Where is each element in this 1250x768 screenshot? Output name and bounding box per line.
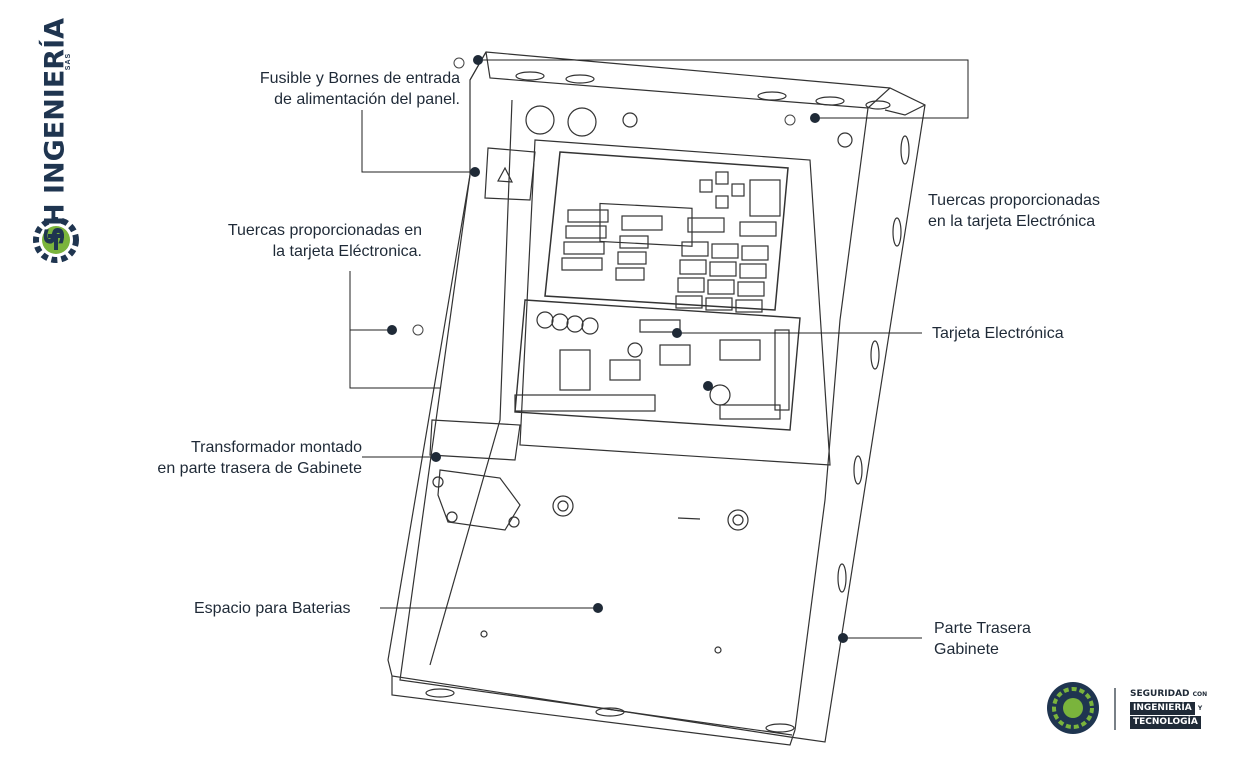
leader-tuercas-right	[478, 59, 969, 119]
dot-tuercas-top	[473, 55, 483, 65]
label-tarjeta: Tarjeta Electrónica	[932, 325, 1064, 342]
label-tuercas-left: Tuercas proporcionadas en la tarjeta Elé…	[227, 222, 422, 260]
dot-tuercas-left	[387, 325, 397, 335]
dot-tarjeta	[672, 328, 682, 338]
brand-logo-icon	[33, 217, 79, 263]
label-fusible: Fusible y Bornes de entrada de alimentac…	[259, 70, 460, 108]
electronic-board	[514, 299, 801, 431]
badge-logo-icon	[1047, 682, 1099, 734]
dot-transformador	[431, 452, 441, 462]
label-parte-trasera: Parte Trasera Gabinete	[934, 620, 1031, 658]
label-transformador: Transformador montado en parte trasera d…	[157, 439, 362, 477]
label-baterias: Espacio para Baterias	[194, 600, 351, 617]
transformer	[429, 419, 521, 461]
dot-parte-trasera	[838, 633, 848, 643]
dot-tuercas-right	[810, 113, 820, 123]
leader-tuercas-left	[349, 271, 440, 389]
leader-fusible	[361, 110, 475, 173]
label-tuercas-right: Tuercas proporcionadas en la tarjeta Ele…	[928, 192, 1100, 230]
dot-baterias	[593, 603, 603, 613]
badge-text: SEGURIDAD CON INGENIERÍA Y TECNOLOGÍA	[1130, 689, 1208, 729]
brand-suffix: SAS	[65, 52, 73, 71]
keypad-module	[544, 151, 789, 311]
dot-fusible	[470, 167, 480, 177]
dot-tuercas-left-2	[703, 381, 713, 391]
panel-plate	[519, 139, 831, 466]
